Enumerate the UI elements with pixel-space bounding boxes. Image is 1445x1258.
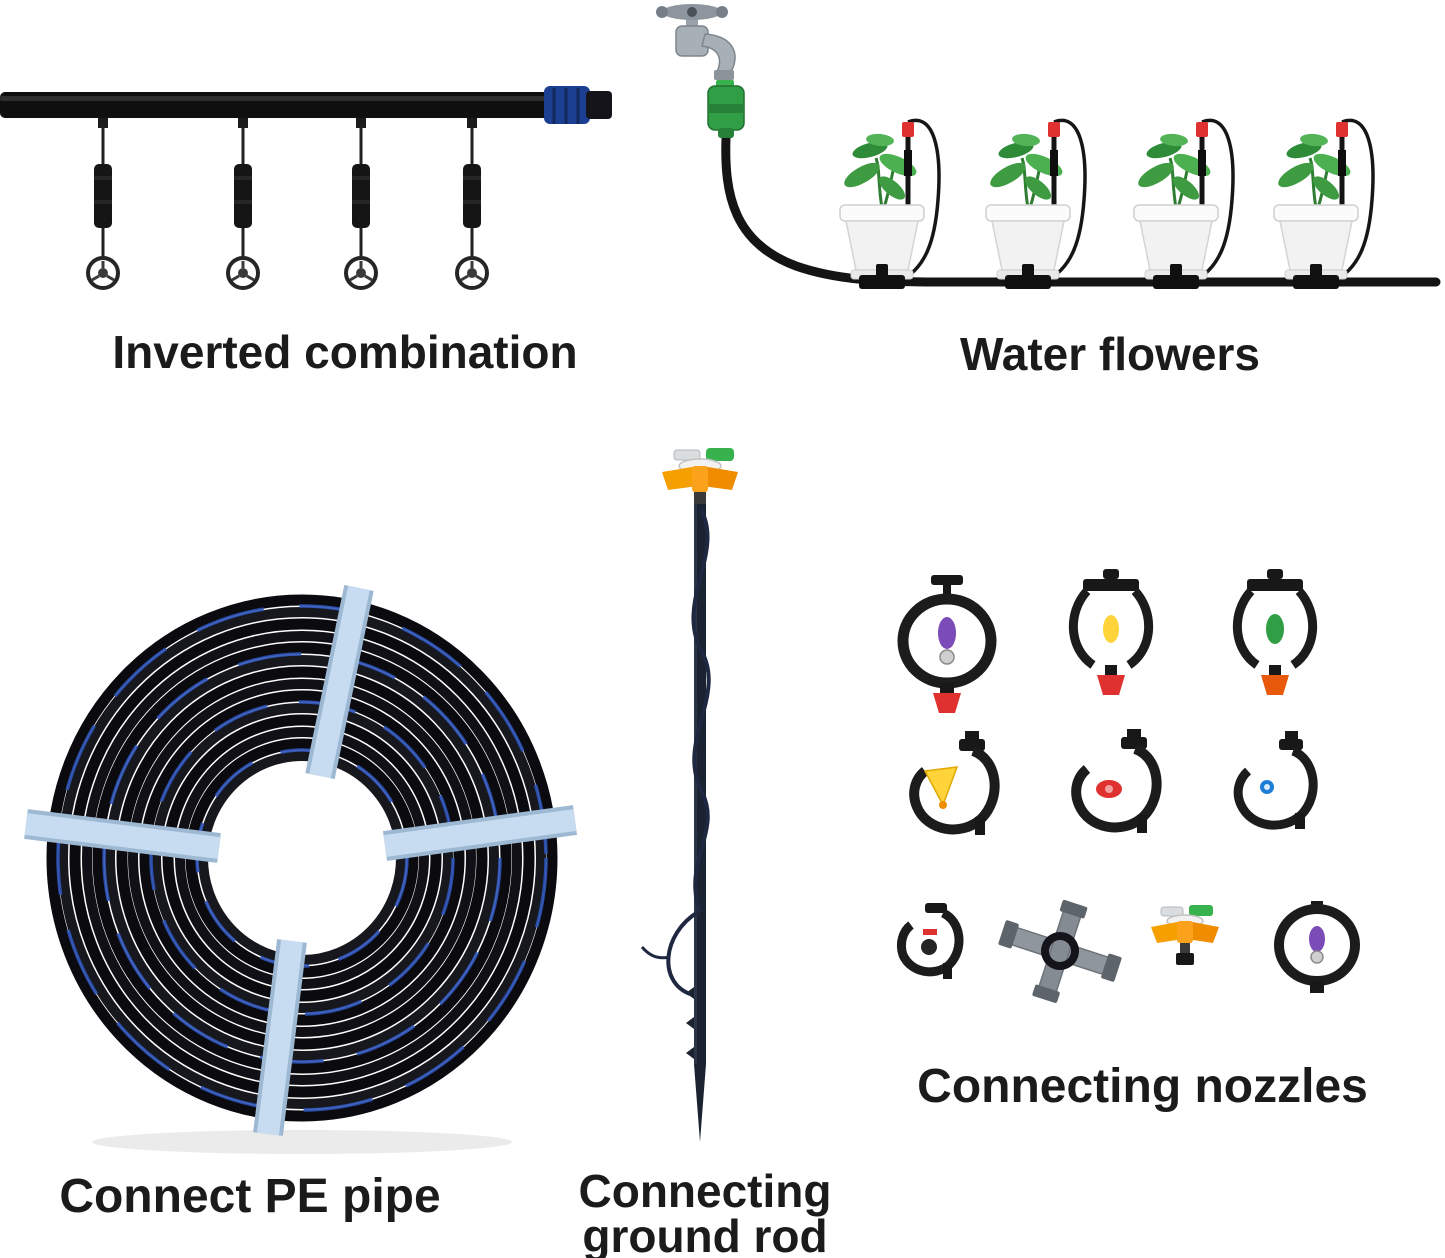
connect-pe-pipe-label: Connect PE pipe bbox=[59, 1170, 441, 1223]
ring-rotator-purple-2-icon bbox=[1274, 901, 1360, 993]
main-pipe-icon bbox=[0, 92, 550, 118]
wrapped-tube-icon bbox=[640, 506, 711, 996]
inverted-combination-label: Inverted combination bbox=[112, 326, 578, 378]
pe-pipe-coil-illustration bbox=[24, 584, 578, 1154]
potted-plant-3 bbox=[1134, 120, 1233, 289]
faucet-icon bbox=[656, 4, 736, 80]
quick-connector-icon bbox=[707, 80, 745, 138]
hanging-mister-3 bbox=[344, 116, 378, 290]
ground-rod-illustration bbox=[640, 448, 738, 1142]
blue-pipe-fitting-icon bbox=[544, 86, 612, 124]
inverted-combination-illustration bbox=[0, 86, 612, 290]
connecting-nozzles-label: Connecting nozzles bbox=[917, 1060, 1368, 1113]
ring-rotator-purple-icon bbox=[897, 575, 997, 713]
butterfly-sprinkler-top-icon bbox=[662, 448, 738, 504]
connecting-ground-rod-label-line1: Connecting bbox=[578, 1165, 832, 1217]
g-mister-black-icon bbox=[896, 903, 964, 979]
hanging-mister-1 bbox=[86, 116, 120, 290]
g-nozzle-red-icon bbox=[1071, 729, 1162, 833]
coil-shadow bbox=[92, 1130, 512, 1154]
g-nozzle-yellow-cone-icon bbox=[909, 731, 1000, 835]
potted-plant-4 bbox=[1274, 120, 1373, 289]
potted-plant-2 bbox=[986, 120, 1085, 289]
frame-sprinkler-yellow-icon bbox=[1069, 569, 1153, 695]
cross-tee-gray-icon bbox=[998, 899, 1122, 1004]
connecting-ground-rod-label-line2: ground rod bbox=[582, 1210, 828, 1258]
coil-rings bbox=[46, 594, 558, 1122]
butterfly-sprinkler-orange-icon bbox=[1151, 905, 1219, 965]
coil-straps bbox=[24, 584, 578, 1136]
water-flowers-label: Water flowers bbox=[960, 328, 1260, 380]
frame-sprinkler-green-icon bbox=[1233, 569, 1317, 695]
nozzle-grid-illustration bbox=[896, 569, 1360, 1004]
hanging-mister-4 bbox=[455, 116, 489, 290]
potted-plant-1 bbox=[840, 120, 939, 289]
g-nozzle-blue-icon bbox=[1233, 731, 1318, 830]
hanging-mister-2 bbox=[226, 116, 260, 290]
water-flowers-illustration bbox=[656, 4, 1441, 325]
